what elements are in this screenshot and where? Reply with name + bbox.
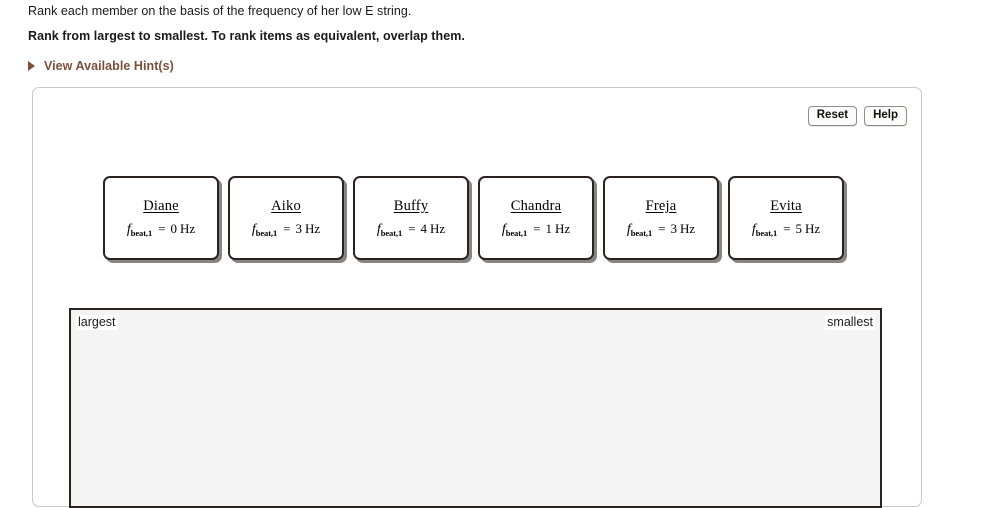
- view-hints-label: View Available Hint(s): [44, 59, 174, 73]
- rank-card-name: Buffy: [393, 198, 429, 214]
- formula-value: 1: [545, 221, 552, 236]
- rank-card-name: Aiko: [271, 198, 301, 214]
- panel-toolbar: Reset Help: [807, 106, 907, 126]
- formula-unit: Hz: [304, 221, 321, 236]
- formula-value: 4: [420, 221, 427, 236]
- formula-symbol: f: [376, 222, 381, 237]
- formula-unit: Hz: [804, 221, 821, 236]
- formula-symbol: f: [626, 222, 631, 237]
- formula-value: 0: [170, 221, 177, 236]
- formula-equals: =: [283, 221, 291, 236]
- formula-value: 3: [295, 221, 302, 236]
- ranking-drop-zone[interactable]: largest smallest: [69, 308, 882, 508]
- reset-button[interactable]: Reset: [807, 106, 858, 126]
- formula-equals: =: [533, 221, 541, 236]
- formula-subscript: beat,1: [755, 228, 778, 238]
- view-hints-toggle[interactable]: View Available Hint(s): [28, 59, 174, 73]
- formula-symbol: f: [751, 222, 756, 237]
- formula-unit: Hz: [179, 221, 196, 236]
- formula-equals: =: [158, 221, 166, 236]
- rank-card-name: Diane: [143, 198, 179, 214]
- formula-symbol: f: [126, 222, 131, 237]
- formula-value: 5: [795, 221, 802, 236]
- drop-zone-largest-label: largest: [76, 315, 118, 330]
- formula-equals: =: [408, 221, 416, 236]
- formula-subscript: beat,1: [130, 228, 153, 238]
- formula-symbol: f: [501, 222, 506, 237]
- formula-symbol: f: [251, 222, 256, 237]
- formula-equals: =: [658, 221, 666, 236]
- formula-subscript: beat,1: [380, 228, 403, 238]
- instruction-text: Rank from largest to smallest. To rank i…: [28, 29, 465, 43]
- rank-card-name: Freja: [645, 198, 677, 214]
- formula-unit: Hz: [429, 221, 446, 236]
- drop-zone-smallest-label: smallest: [825, 315, 875, 330]
- question-text: Rank each member on the basis of the fre…: [28, 4, 412, 18]
- triangle-right-icon: [28, 61, 35, 71]
- rank-card-name: Evita: [770, 198, 802, 214]
- help-button[interactable]: Help: [864, 106, 907, 126]
- formula-unit: Hz: [554, 221, 571, 236]
- rank-card-name: Chandra: [510, 198, 562, 214]
- formula-subscript: beat,1: [505, 228, 528, 238]
- formula-subscript: beat,1: [630, 228, 653, 238]
- formula-value: 3: [670, 221, 677, 236]
- formula-subscript: beat,1: [255, 228, 278, 238]
- formula-equals: =: [783, 221, 791, 236]
- formula-unit: Hz: [679, 221, 696, 236]
